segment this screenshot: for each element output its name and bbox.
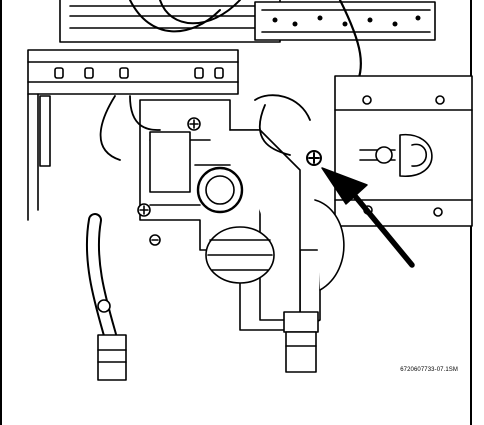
screw-icon [306, 150, 322, 166]
screw-icon [187, 117, 201, 131]
screw-icon [149, 234, 161, 246]
arrow-icon [321, 167, 415, 268]
valve-housing [139, 99, 321, 331]
drain-hose [85, 213, 127, 381]
right-housing [334, 75, 473, 227]
left-bracket-rail [27, 49, 239, 221]
fan-motor [205, 199, 345, 291]
screw-icon [137, 203, 151, 217]
top-pipe-bundle [59, 0, 436, 97]
figure-reference-code: 6720607733-07.1SM [400, 367, 458, 373]
outlet-pipe [283, 311, 319, 373]
wiring [99, 94, 311, 161]
